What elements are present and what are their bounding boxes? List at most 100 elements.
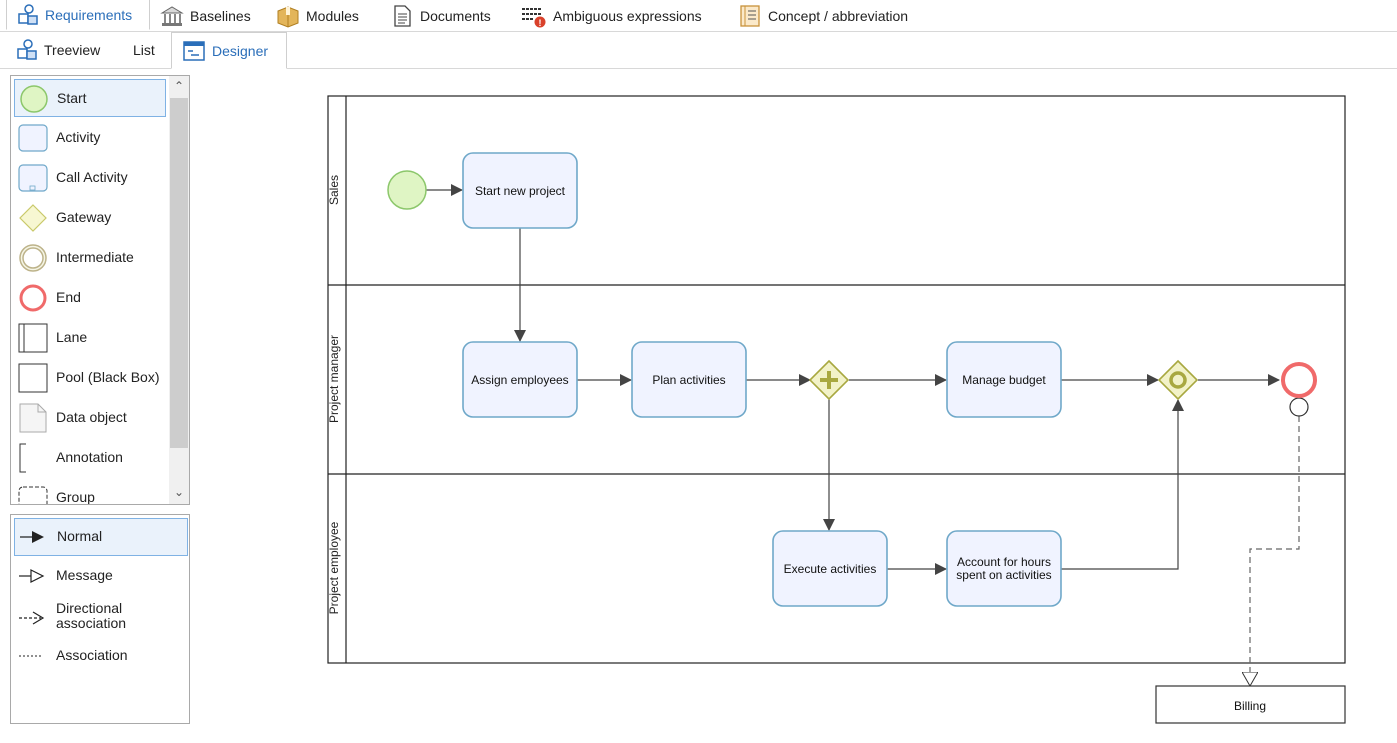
billing-pool[interactable]: Billing [1155,685,1346,724]
task-execute-activities[interactable]: Execute activities [772,530,888,607]
palette-item-end[interactable]: End [14,279,166,317]
end-event[interactable] [1281,362,1317,398]
intermediate-event-icon [19,244,47,272]
task-manage-budget[interactable]: Manage budget [946,341,1062,418]
scroll-up-icon[interactable]: ⌃ [173,79,185,93]
requirements-icon [18,3,38,25]
sequence-flows [426,184,1280,575]
scroll-down-icon[interactable]: ⌄ [173,485,185,499]
scroll-thumb[interactable] [170,98,188,448]
tab-label: Baselines [190,7,251,24]
tab-label: Concept / abbreviation [768,7,909,24]
message-flow-icon [19,569,45,583]
activity-icon [18,124,48,152]
palette-item-group[interactable]: Group [14,479,166,505]
pool-icon [18,363,48,393]
task-label: Start new project [475,184,566,198]
lane-icon [18,323,48,353]
connector-item-label: Message [56,567,113,583]
task-plan-activities[interactable]: Plan activities [631,341,747,418]
palette-item-gateway[interactable]: Gateway [14,199,166,237]
palette-item-label: Pool (Black Box) [56,369,160,385]
tab-label: Modules [306,7,359,24]
tab-label: Treeview [44,42,101,58]
tab-documents[interactable]: Documents [390,0,491,31]
tab-ambiguous-expressions[interactable]: ! Ambiguous expressions [521,0,702,31]
gateway-icon [19,204,47,232]
palette-item-label: Start [57,90,87,106]
svg-text:!: ! [539,18,542,28]
start-event-icon [20,85,48,113]
tab-baselines[interactable]: Baselines [160,0,251,31]
task-label: Manage budget [962,373,1046,387]
billing-label: Billing [1234,699,1266,713]
palette-item-label: Intermediate [56,249,134,265]
palette-item-lane[interactable]: Lane [14,319,166,357]
palette-item-label: Group [56,489,95,505]
directional-association-icon [19,611,45,625]
parallel-gateway[interactable] [808,359,850,401]
tab-label: Documents [420,7,491,24]
lane-label-project-employee[interactable]: Project employee [327,521,341,614]
task-account-for-hours[interactable]: Account for hours spent on activities [946,530,1062,607]
task-label: Execute activities [784,562,877,576]
palette-item-label: Lane [56,329,88,345]
documents-icon [394,4,411,27]
connector-item-normal[interactable]: Normal [14,518,188,556]
tab-treeview[interactable]: Treeview [14,32,100,68]
tab-label: Requirements [45,6,133,23]
inclusive-gateway[interactable] [1157,359,1199,401]
ambiguous-expressions-icon: ! [522,7,546,28]
shape-palette: Start Activity Call Activity Gateway Int… [10,75,190,505]
tab-requirements[interactable]: Requirements [6,0,150,30]
palette-item-annotation[interactable]: Annotation [14,439,166,477]
connector-item-message[interactable]: Message [14,558,188,596]
start-event[interactable] [387,170,427,210]
palette-item-intermediate[interactable]: Intermediate [14,239,166,277]
association-icon [19,655,43,657]
palette-item-pool[interactable]: Pool (Black Box) [14,359,166,397]
task-label: Plan activities [652,373,725,387]
connector-item-association[interactable]: Association [14,638,188,676]
tab-designer[interactable]: Designer [171,32,287,69]
treeview-icon [17,39,37,60]
tab-modules[interactable]: Modules [276,0,359,31]
task-start-new-project[interactable]: Start new project [462,152,578,229]
data-object-icon [19,403,47,433]
message-flow-to-billing[interactable] [1250,416,1300,685]
connector-item-label: Association [56,647,128,663]
task-label: Assign employees [471,373,568,387]
lane-label-project-manager[interactable]: Project manager [327,335,341,423]
task-assign-employees[interactable]: Assign employees [462,341,578,418]
palette-item-data-object[interactable]: Data object [14,399,166,437]
palette-item-label: Data object [56,409,127,425]
task-label-line2: spent on activities [956,568,1051,582]
lane-label-sales[interactable]: Sales [327,175,341,205]
palette-item-label: Gateway [56,209,112,225]
palette-item-call-activity[interactable]: Call Activity [14,159,166,197]
modules-icon [277,5,299,28]
group-icon [18,486,48,504]
connector-label-line2: association [56,615,127,631]
palette-item-activity[interactable]: Activity [14,119,166,157]
palette-item-label: Call Activity [56,169,128,185]
concept-abbreviation-icon [740,4,760,27]
normal-flow-icon [20,531,44,543]
tab-list[interactable]: List [133,32,155,68]
connector-item-label: Normal [57,528,103,544]
connector-label-line1: Directional [56,600,123,616]
tab-label: Ambiguous expressions [553,7,702,24]
tab-concept-abbreviation[interactable]: Concept / abbreviation [738,0,908,31]
view-tab-bar: Treeview List Designer [0,32,1397,69]
call-activity-icon [18,164,48,192]
annotation-icon [19,443,26,473]
task-label-line1: Account for hours [957,555,1051,569]
message-flow-source-marker [1289,397,1309,417]
palette-scrollbar[interactable]: ⌃ ⌄ [169,76,189,504]
palette-item-start[interactable]: Start [14,79,166,117]
end-event-icon [19,284,47,312]
